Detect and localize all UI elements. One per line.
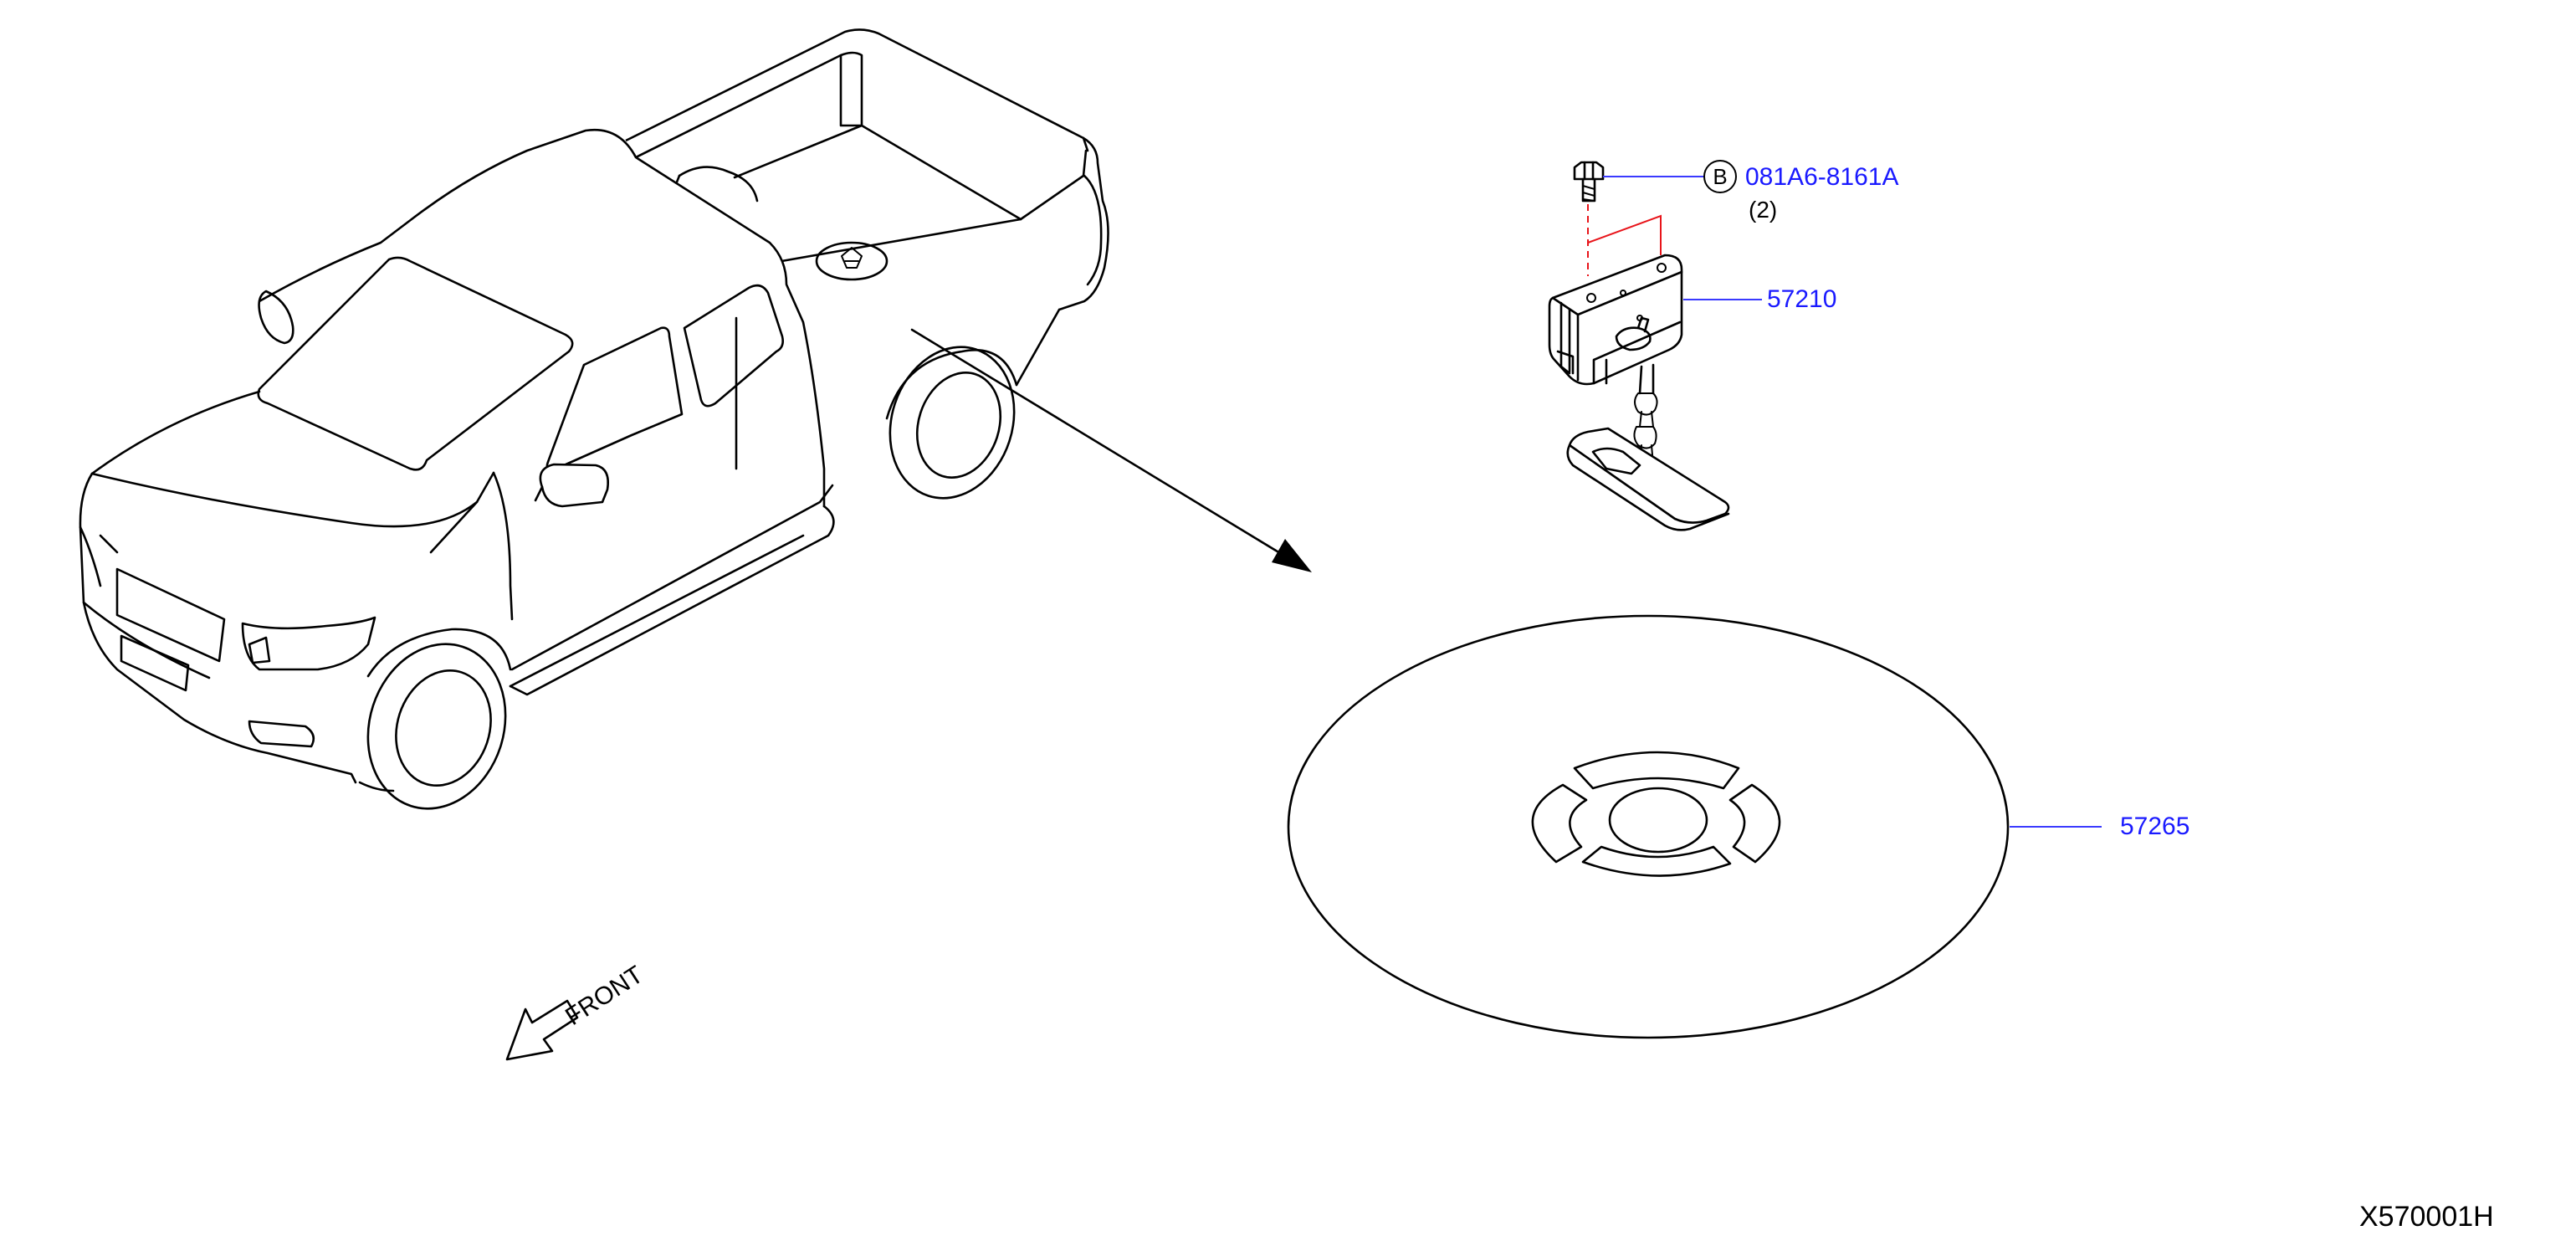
bolt-alignment-bracket	[1587, 214, 1662, 255]
front-direction-arrow	[505, 999, 579, 1061]
detail-arrow	[910, 328, 1312, 572]
pickup-truck-illustration	[79, 28, 1109, 810]
bolt-part	[1573, 161, 1605, 203]
part-number-cover[interactable]: 57265	[2120, 813, 2190, 840]
spare-tire-carrier-part	[1548, 204, 1730, 531]
part-quantity-bolt: (2)	[1749, 197, 1778, 223]
figure-code: X570001H	[2359, 1201, 2494, 1233]
part-number-bolt[interactable]: 081A6-8161A	[1745, 163, 1899, 191]
spare-tire-cover-part	[1287, 614, 2010, 1039]
part-number-carrier[interactable]: 57210	[1767, 285, 1837, 313]
callout-bubble-b: B	[1703, 160, 1737, 193]
